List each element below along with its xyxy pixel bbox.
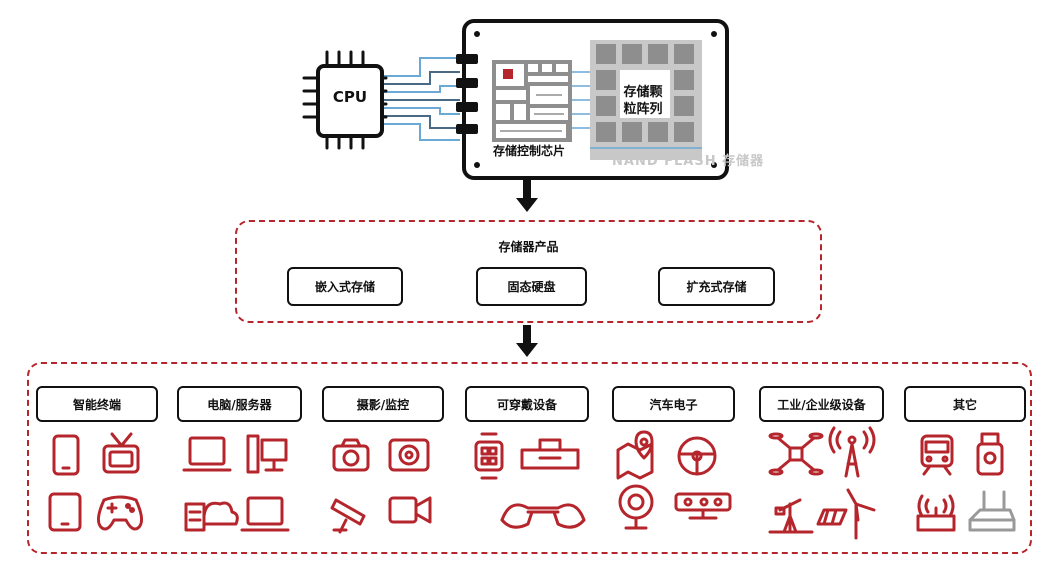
camera-icon	[332, 438, 370, 472]
applications-panel	[27, 362, 1032, 554]
video-camera-icon	[388, 496, 432, 524]
card-internals	[456, 40, 702, 160]
watermark: NAND FLASH 存储器	[612, 154, 765, 169]
action-camera-icon	[388, 438, 430, 472]
cloud-server-icon	[184, 501, 239, 532]
category-wearables: 可穿戴设备	[465, 386, 589, 422]
array-label-line2: 粒阵列	[623, 102, 663, 117]
category-camera-surveillance: 摄影/监控	[322, 386, 444, 422]
down-arrow-1	[516, 180, 538, 212]
product-label: 嵌入式存储	[314, 280, 375, 294]
controller-chip	[492, 60, 572, 142]
product-label: 扩充式存储	[686, 280, 747, 294]
notebook-icon	[240, 496, 290, 532]
memory-array	[590, 40, 702, 160]
storage-products-panel	[235, 220, 822, 323]
signal-tower-icon	[828, 426, 876, 478]
product-embedded-storage: 嵌入式存储	[287, 267, 403, 306]
category-label: 可穿戴设备	[496, 397, 557, 412]
storage-products-title: 存储器产品	[498, 240, 559, 254]
top-diagram	[302, 50, 460, 150]
drone-icon	[768, 432, 824, 476]
steering-wheel-icon	[677, 436, 717, 476]
gamepad-icon	[97, 495, 143, 531]
cpu-pins	[302, 50, 365, 150]
category-label: 其它	[952, 397, 977, 412]
category-label: 工业/企业级设备	[777, 397, 866, 412]
desktop-pc-icon	[246, 434, 288, 474]
train-icon	[920, 434, 954, 476]
kinect-icon	[674, 492, 732, 520]
controller-label: 存储控制芯片	[493, 144, 566, 158]
bus-traces	[384, 57, 460, 141]
category-label: 汽车电子	[649, 397, 698, 412]
category-label: 电脑/服务器	[207, 397, 272, 412]
product-ssd: 固态硬盘	[476, 267, 587, 306]
cctv-icon	[330, 498, 366, 534]
router-icon	[916, 494, 956, 532]
category-computer-server: 电脑/服务器	[177, 386, 302, 422]
set-top-box-icon	[968, 490, 1016, 532]
solar-wind-icon	[816, 488, 876, 540]
vr-headset-icon	[520, 438, 580, 470]
cpu-chip: CPU	[316, 64, 384, 138]
laptop-icon	[182, 436, 232, 472]
smartwatch-icon	[474, 432, 504, 480]
memory-array-label: 存储颗 粒阵列	[618, 84, 668, 118]
tv-icon	[102, 432, 140, 474]
oil-pump-icon	[768, 498, 814, 534]
product-expandable-storage: 扩充式存储	[658, 267, 775, 306]
card-connectors	[456, 54, 478, 134]
tablet-icon	[48, 492, 82, 532]
webcam-icon	[618, 484, 654, 530]
3d-glasses-icon	[500, 503, 586, 529]
category-smart-terminal: 智能终端	[36, 386, 158, 422]
map-pin-icon	[616, 430, 654, 480]
category-industrial-enterprise: 工业/企业级设备	[759, 386, 884, 422]
category-label: 摄影/监控	[356, 397, 410, 412]
category-label: 智能终端	[72, 397, 121, 412]
smartphone-icon	[52, 434, 80, 476]
internal-traces	[572, 71, 590, 129]
usb-drive-icon	[976, 432, 1004, 476]
array-label-line1: 存储颗	[623, 85, 663, 100]
cpu-label: CPU	[332, 88, 368, 106]
category-other: 其它	[904, 386, 1026, 422]
down-arrow-2	[516, 325, 538, 357]
product-label: 固态硬盘	[507, 280, 556, 294]
application-icons	[48, 426, 1016, 540]
category-automotive: 汽车电子	[612, 386, 735, 422]
